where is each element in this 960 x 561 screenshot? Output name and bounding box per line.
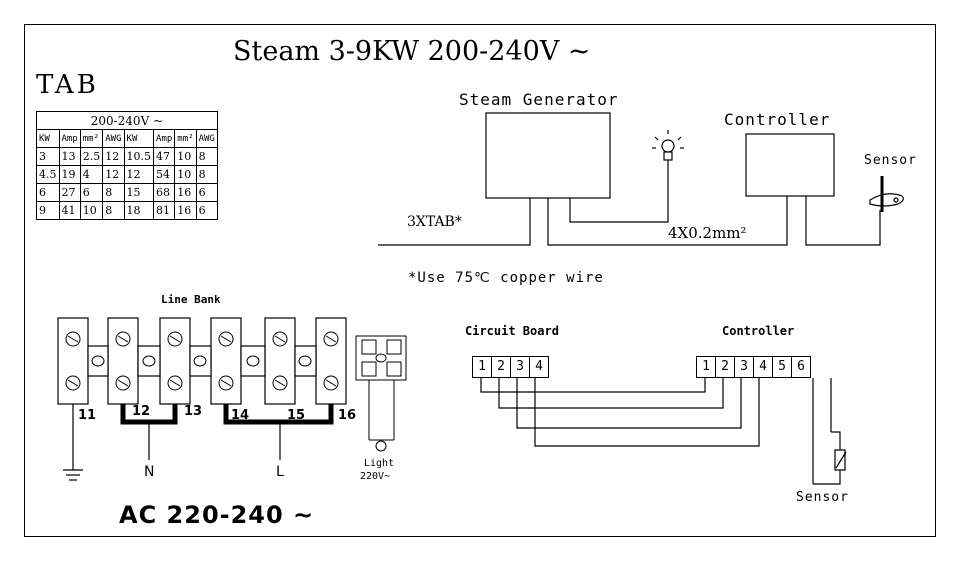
cb-pin: 4 [535,359,543,374]
light-voltage-label: 220V~ [360,471,391,482]
table-cell: 4.5 [36,165,60,184]
steam-generator-box [485,112,611,199]
control-cable-line [547,196,788,246]
line-bank-label: Line Bank [161,293,221,306]
ctrl-pin: 3 [735,357,754,377]
circuit-board-pins: 1 2 3 4 [472,356,549,378]
terminal-12-label: 12 [132,404,151,419]
terminal-14-label: 14 [231,408,250,423]
steam-generator-label: Steam Generator [459,90,619,109]
diagram-frame [24,24,936,537]
terminal-screws [65,331,339,391]
cb-pin: 2 [492,357,511,377]
sensor-label: Sensor [864,153,917,168]
ctrl-pin: 6 [797,359,805,374]
table-cell: 12 [123,165,155,184]
ctrl-pin: 4 [754,357,773,377]
terminal-16-label: 16 [338,408,357,423]
terminal-13-label: 13 [184,404,203,419]
controller-pins: 1 2 3 4 5 6 [696,356,811,378]
cable-4x-label: 4X0.2mm² [668,224,747,242]
controller-wiring-label: Controller [722,324,795,338]
light-terminal-block [355,335,407,452]
power-cable-line [378,198,531,246]
pin-wiring [480,378,847,485]
cable-3xtab-label: 3XTAB* [407,214,462,230]
table-cell: 19 [58,165,81,184]
table-cell: 10.5 [123,147,155,166]
table-cell: 6 [195,201,218,220]
ctrl-pin: 5 [773,357,792,377]
controller-box [745,133,835,197]
ctrl-pin: 1 [697,357,716,377]
terminal-11-label: 11 [78,408,97,423]
table-cell: 13 [58,147,81,166]
terminal-15-label: 15 [287,408,306,423]
line-label: L [276,464,284,480]
controller-label: Controller [724,110,831,129]
table-cell: 68 [153,183,176,202]
table-cell: 12 [102,165,125,184]
jumper-bars [120,404,334,425]
sensor-probe-icon [869,176,904,212]
ctrl-pin: 2 [716,357,735,377]
line-bank-terminals [57,317,347,405]
table-cell: 41 [58,201,81,220]
table-header: 200-240V ~ [36,111,218,130]
sensor-cable-line [805,196,881,246]
light-label: Light [364,458,395,469]
circuit-board-label: Circuit Board [465,324,559,338]
table-cell: 8 [195,165,218,184]
sensor-wiring-label: Sensor [796,490,849,505]
table-cell: 16 [174,201,197,220]
tab-label: TAB [36,70,99,100]
supply-wires [63,404,281,481]
neutral-label: N [144,464,155,480]
table-cell: 81 [153,201,176,220]
table-cell: 8 [102,201,125,220]
light-bulb-icon [652,130,684,161]
cb-pin: 3 [511,357,530,377]
light-cable-line [569,160,669,223]
cb-pin: 1 [473,357,492,377]
diagram-title: Steam 3-9KW 200-240V ~ [233,36,591,67]
copper-wire-note: *Use 75℃ copper wire [408,270,604,286]
ac-voltage-label: AC 220-240 ~ [119,501,315,529]
